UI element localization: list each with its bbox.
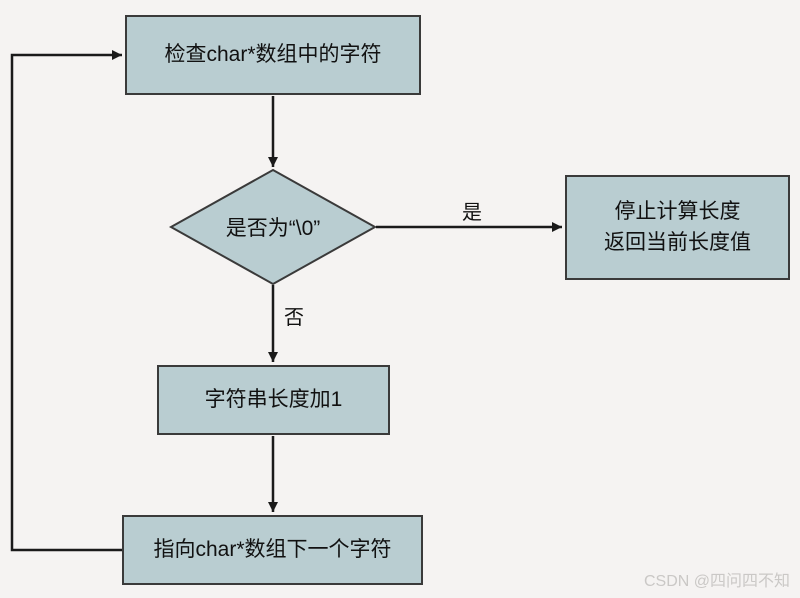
flow-node-stop-line2: 返回当前长度值 (604, 230, 751, 254)
flow-node-increment-label: 字符串长度加1 (204, 387, 343, 411)
edge-label-yes: 是 (462, 202, 482, 224)
watermark-text: CSDN @四问四不知 (643, 573, 790, 590)
flow-node-advance: 指向char*数组下一个字符 (122, 515, 423, 585)
flow-node-increment: 字符串长度加1 (157, 365, 390, 435)
flow-node-advance-label: 指向char*数组下一个字符 (153, 537, 392, 561)
flow-node-stop: 停止计算长度 返回当前长度值 (565, 175, 790, 280)
flow-node-check: 检查char*数组中的字符 (125, 15, 421, 95)
decision-diamond-shape (168, 168, 378, 286)
arrow-advance-loop-to-check (10, 50, 122, 552)
edge-label-no: 否 (284, 307, 304, 329)
flow-node-check-label: 检查char*数组中的字符 (164, 42, 382, 66)
flow-node-stop-line1: 停止计算长度 (614, 200, 741, 224)
decision-diamond-label: 是否为“\0” (225, 217, 321, 240)
